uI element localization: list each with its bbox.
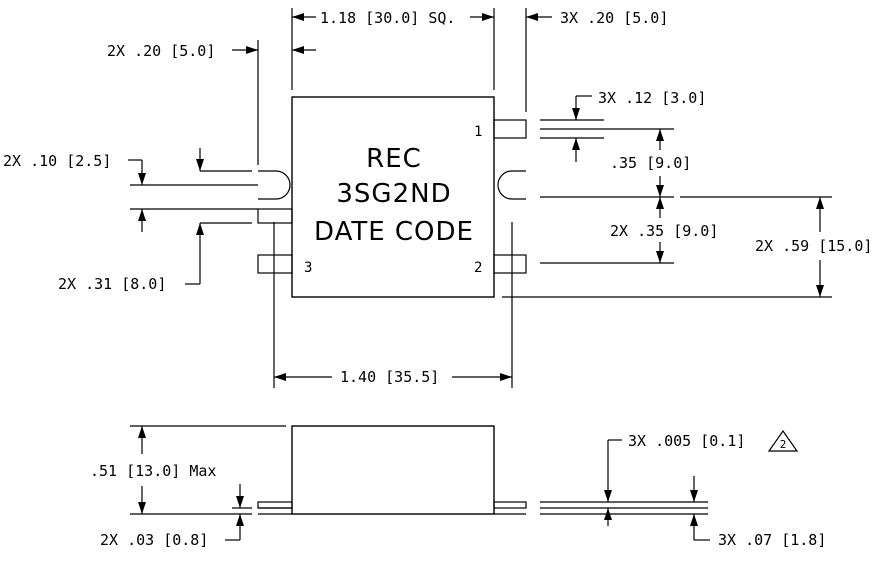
- dim-pad-width-right: 3X .20 [5.0]: [560, 9, 668, 27]
- top-view: REC 3SG2ND DATE CODE 1 2 3 1.18 [30.0] S…: [3, 8, 872, 388]
- notch-right: [497, 170, 526, 200]
- dim-body-square: 1.18 [30.0] SQ.: [320, 9, 455, 27]
- dim-pin-pitch: 2X .35 [9.0]: [610, 222, 718, 240]
- dim-pad-width-left: 2X .20 [5.0]: [107, 42, 215, 60]
- pin-1-label: 1: [474, 124, 482, 140]
- component-body: [291, 96, 495, 298]
- pin-2-label: 2: [474, 260, 482, 276]
- note-triangle-icon: [767, 429, 799, 452]
- side-lead-right: [493, 501, 527, 509]
- dim-max-height: .51 [13.0] Max: [90, 462, 216, 480]
- dim-left-span: 2X .31 [8.0]: [58, 275, 166, 293]
- dim-overall-height: 2X .59 [15.0]: [755, 237, 872, 255]
- pad-3: [257, 254, 293, 274]
- dim-pad-height: 3X .12 [3.0]: [598, 89, 706, 107]
- dim-coplanarity: 3X .005 [0.1]: [628, 432, 745, 450]
- dim-pin-pitch-top: .35 [9.0]: [610, 154, 691, 172]
- dim-notch-height: 2X .10 [2.5]: [3, 152, 111, 170]
- side-body: [291, 425, 495, 515]
- pad-1: [493, 119, 527, 139]
- dim-lead-thickness: 3X .07 [1.8]: [718, 531, 826, 549]
- dim-overall-width: 1.40 [35.5]: [340, 368, 439, 386]
- side-view: .51 [13.0] Max 2X .03 [0.8] 3X .005 [0.1…: [90, 425, 826, 549]
- body-line-rec: REC: [366, 144, 422, 174]
- pad-left-mid: [257, 208, 293, 224]
- notch-left: [258, 170, 291, 200]
- body-line-part: 3SG2ND: [336, 179, 451, 209]
- note-number: 2: [780, 438, 787, 451]
- pad-2: [493, 254, 527, 274]
- side-lead-left: [257, 501, 293, 509]
- pin-3-label: 3: [304, 260, 312, 276]
- body-line-datecode: DATE CODE: [314, 217, 474, 247]
- dim-standoff: 2X .03 [0.8]: [100, 531, 208, 549]
